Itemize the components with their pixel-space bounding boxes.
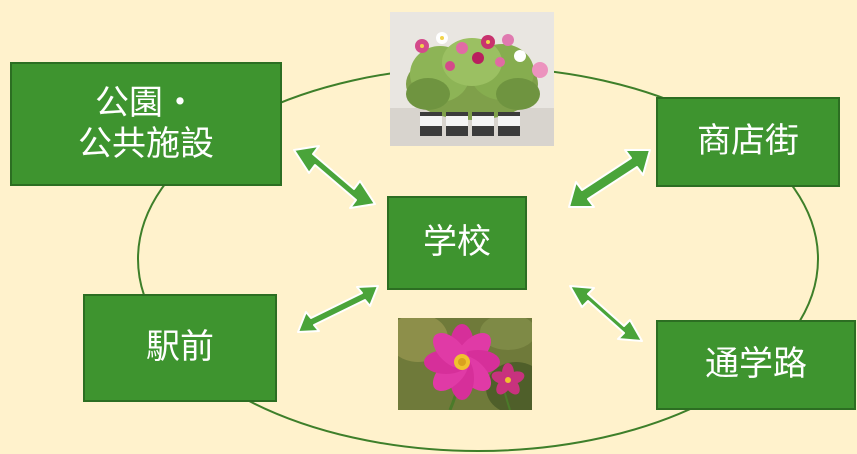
photo-cosmos-flower bbox=[398, 318, 532, 410]
node-school-label: 学校 bbox=[423, 222, 491, 263]
node-shopping-label: 商店街 bbox=[697, 121, 799, 162]
arrow-shopping-school bbox=[568, 149, 651, 208]
node-shopping-street: 商店街 bbox=[656, 97, 840, 187]
photo-potted-seedlings bbox=[390, 12, 554, 146]
arrow-route-school bbox=[569, 285, 643, 342]
node-station-label: 駅前 bbox=[146, 327, 214, 368]
node-school: 学校 bbox=[387, 196, 527, 290]
node-station-front: 駅前 bbox=[83, 294, 277, 402]
node-park-label-line2: 公共施設 bbox=[78, 124, 214, 164]
arrow-park-school bbox=[293, 145, 376, 209]
node-route-label: 通学路 bbox=[705, 344, 807, 385]
arrow-station-school bbox=[297, 285, 379, 333]
node-park-public-facilities: 公園・ 公共施設 bbox=[10, 62, 282, 186]
node-park-label-line1: 公園・ bbox=[95, 82, 197, 123]
node-school-route: 通学路 bbox=[656, 320, 856, 410]
